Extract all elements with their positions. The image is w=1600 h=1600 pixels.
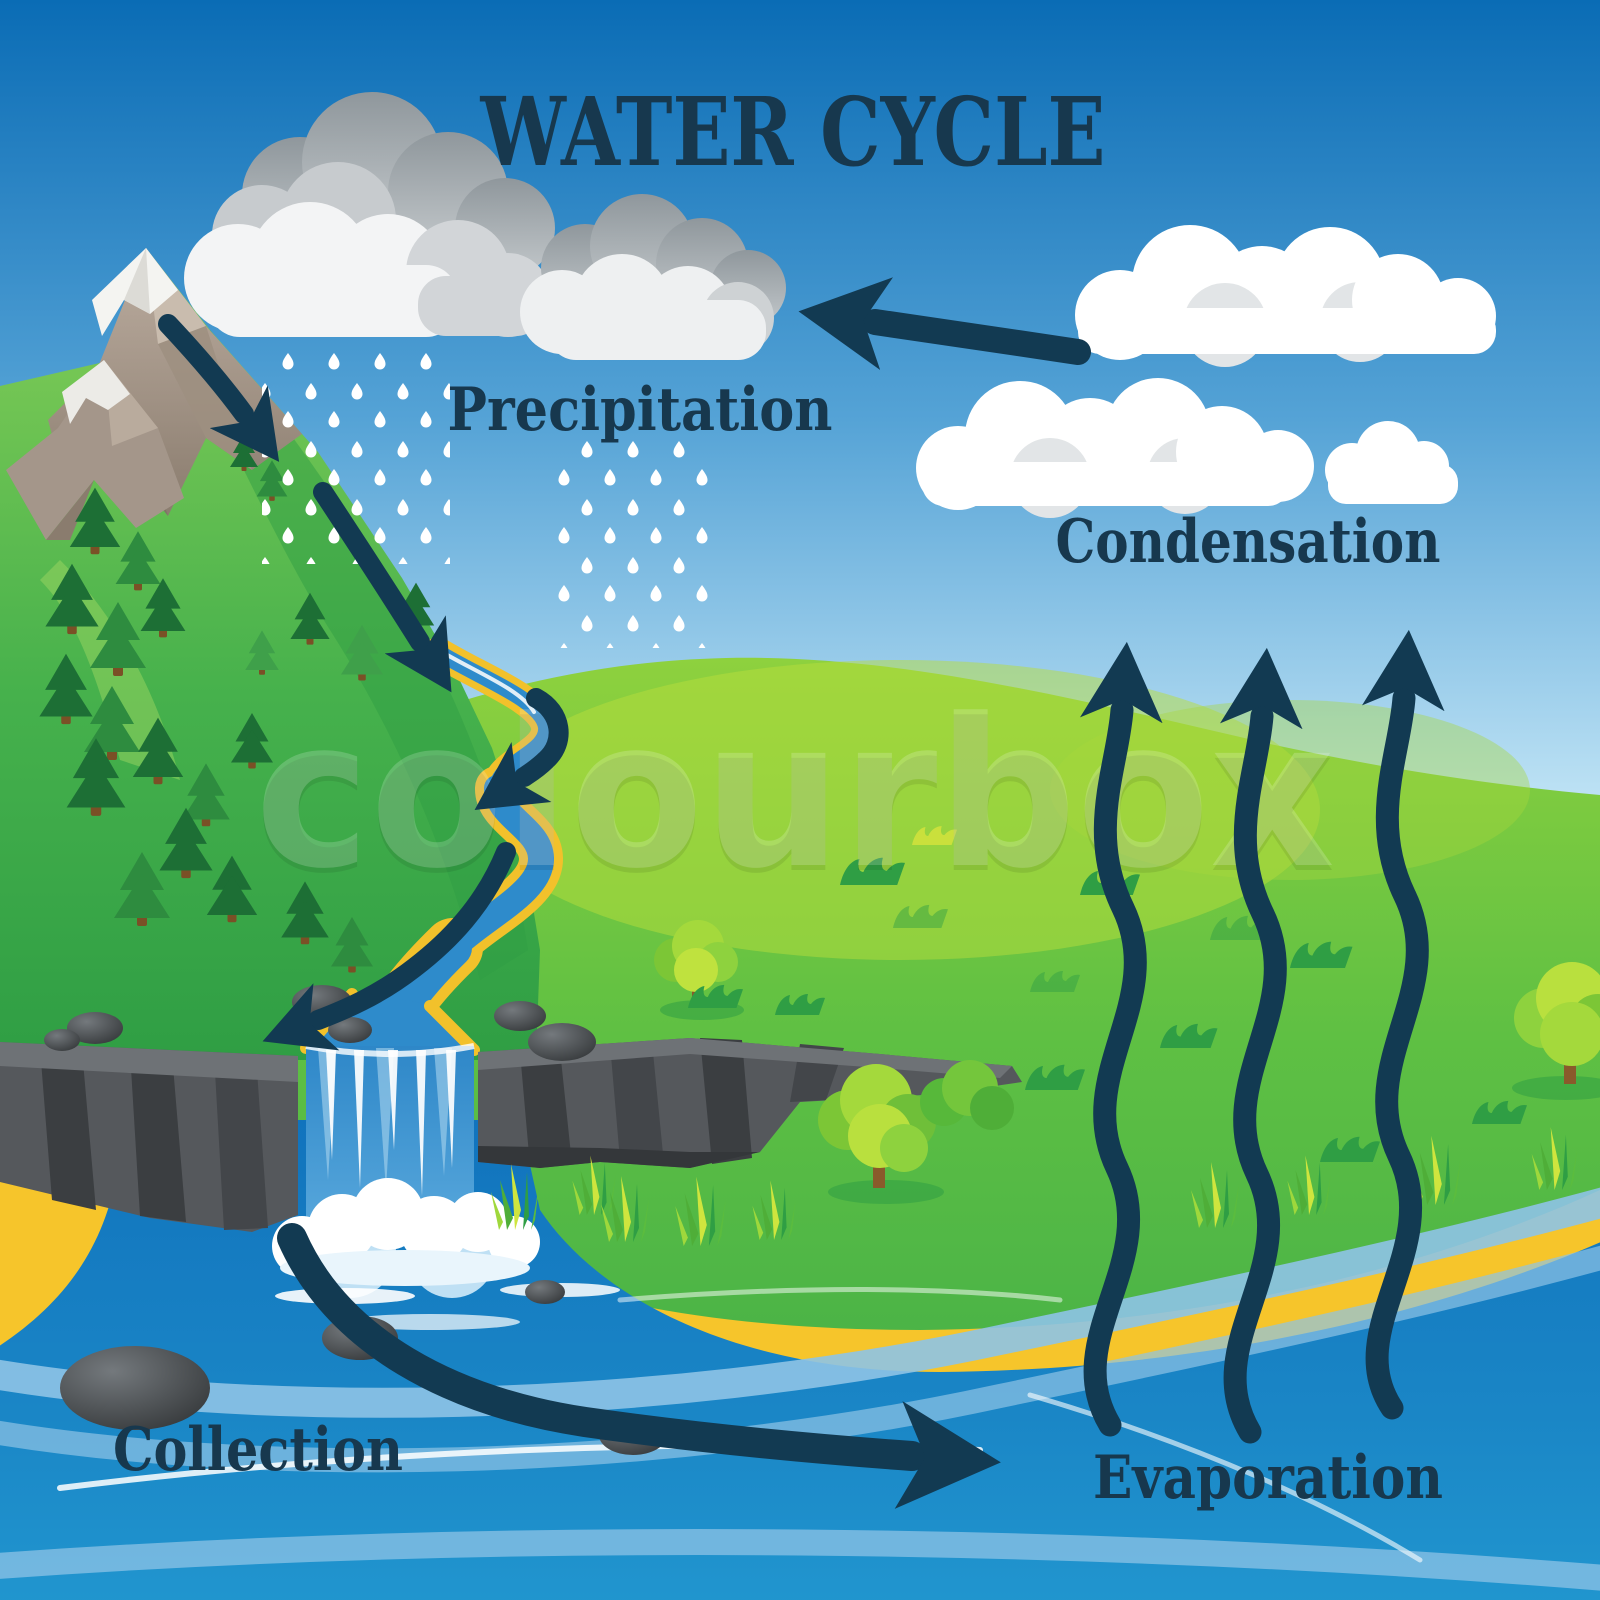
evaporation-arrow <box>1219 647 1303 1444</box>
bush <box>920 1060 1014 1130</box>
collection-arrow <box>277 1223 1001 1509</box>
rain-cloud-large <box>184 92 555 337</box>
runoff-arrow <box>313 482 452 693</box>
cloud <box>1075 225 1496 367</box>
left-cliff <box>0 1042 298 1232</box>
watermark: colourbox colourbox <box>255 676 1335 919</box>
page-title: WATER CYCLE <box>480 77 1106 188</box>
condensation-clouds <box>916 225 1496 518</box>
tree <box>818 1064 944 1204</box>
tree <box>654 920 744 1020</box>
watermark-text: colourbox <box>255 676 1335 914</box>
vegetation <box>491 826 1600 1246</box>
cycle-arrows <box>158 277 1445 1509</box>
waterfall <box>272 1043 620 1330</box>
runoff-arrow <box>158 314 280 462</box>
precipitation-label: Precipitation <box>448 375 833 445</box>
rainfall-center <box>548 436 716 648</box>
tree <box>1512 962 1600 1100</box>
evaporation-arrow <box>1361 629 1445 1420</box>
rocky-peak-small <box>6 360 184 540</box>
collection-label: Collection <box>113 1415 403 1485</box>
runoff-arrow <box>474 688 569 810</box>
evaporation-label: Evaporation <box>1093 1443 1443 1513</box>
evaporation-arrow <box>1079 641 1163 1437</box>
labels: WATER CYCLE Precipitation Condensation E… <box>113 77 1443 1513</box>
cloud-small <box>1325 421 1458 504</box>
condensation-to-precipitation-arrow <box>798 277 1091 370</box>
condensation-label: Condensation <box>1056 507 1441 577</box>
runoff-arrow <box>262 842 516 1051</box>
rain-cloud-small <box>520 194 786 360</box>
waterfall-foam <box>272 1178 620 1330</box>
cloud <box>916 378 1314 518</box>
